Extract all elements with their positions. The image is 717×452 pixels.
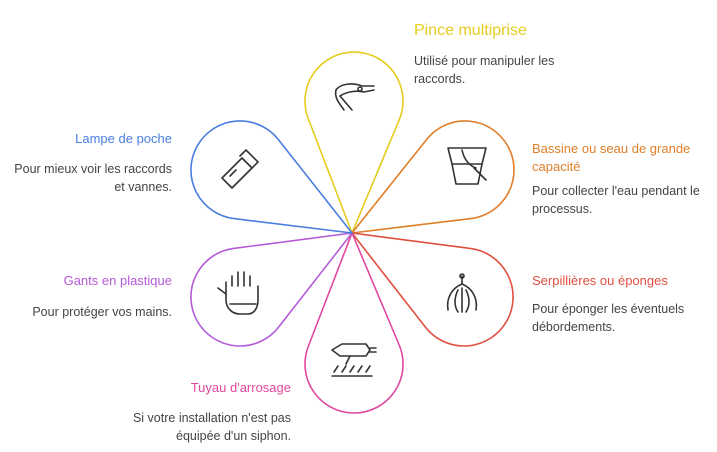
- desc-lampe: Pour mieux voir les raccords et vannes.: [14, 162, 172, 194]
- title-lampe: Lampe de poche: [75, 131, 172, 146]
- title-bassine: Bassine ou seau de grande capacité: [532, 141, 691, 174]
- mop-icon: [446, 273, 478, 313]
- mop-pointer: [351, 232, 514, 347]
- hose-pointer: [304, 232, 404, 414]
- gloves-pointer: [190, 232, 353, 347]
- title-pince-multiprise: Pince multiprise: [414, 22, 527, 39]
- flashlight-pointer: [190, 120, 353, 234]
- glove-icon: [217, 271, 259, 315]
- bucket-icon: [447, 147, 487, 185]
- title-tuyau: Tuyau d'arrosage: [190, 380, 291, 395]
- desc-serpillieres: Pour éponger les éventuels débordements.: [532, 302, 685, 334]
- title-gants: Gants en plastique: [63, 273, 172, 288]
- desc-gants: Pour protéger vos mains.: [32, 305, 172, 319]
- title-serpillieres: Serpillières ou éponges: [532, 273, 668, 288]
- desc-pince-multiprise: Utilisé pour manipuler les raccords.: [414, 54, 555, 86]
- pliers-pointer: [304, 51, 404, 234]
- bucket-pointer: [351, 120, 515, 234]
- flashlight-icon: [221, 149, 259, 189]
- desc-bassine: Pour collecter l'eau pendant le processu…: [532, 184, 700, 216]
- hose-sprayer-icon: [331, 343, 377, 377]
- pliers-icon: [334, 83, 375, 111]
- desc-tuyau: Si votre installation n'est pas équipée …: [132, 411, 291, 443]
